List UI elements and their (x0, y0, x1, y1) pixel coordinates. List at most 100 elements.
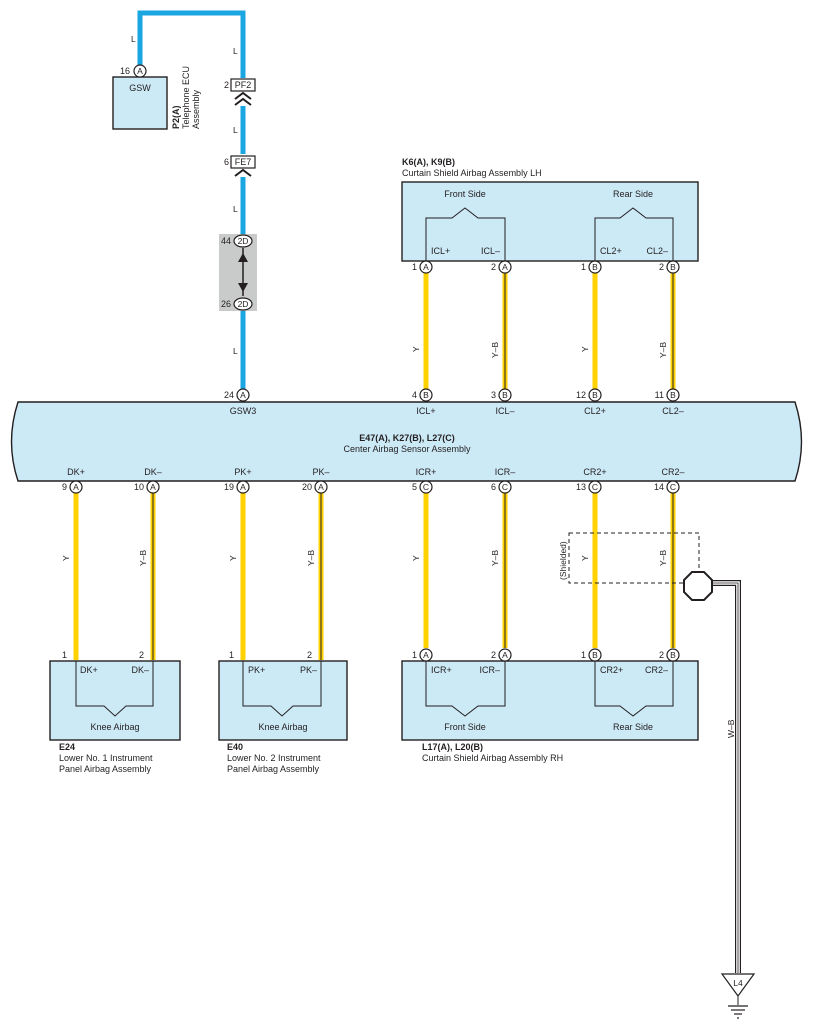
pin-number: 11 (655, 390, 664, 400)
center-sensor-name: Center Airbag Sensor Assembly (343, 444, 471, 454)
ground-point-icon (720, 973, 756, 998)
ground-label: L4 (733, 978, 743, 988)
knee-airbag-e24: 1 2 DK+ DK– Knee Airbag E24 Lower No. 1 … (49, 650, 181, 774)
knee-e24-inner-label: Knee Airbag (90, 722, 139, 732)
terminal-label: CR2+ (600, 665, 623, 675)
pin-number: 26 (221, 299, 231, 309)
telephone-ecu: GSW 16 A P2(A) Telephone ECU Assembly (112, 64, 201, 130)
pin-number: 3 (491, 390, 496, 400)
curtain-shield-lh: K6(A), K9(B) Curtain Shield Airbag Assem… (401, 157, 699, 262)
pin-connector-circle (133, 64, 147, 78)
shield-box (568, 532, 700, 584)
terminal-label: PK+ (234, 467, 251, 477)
pin-number: 1 (62, 650, 67, 660)
knee-e40-code: E40 (227, 742, 243, 752)
wire-color-y: Y (411, 346, 421, 352)
wire-color-yb: Y–B (306, 550, 316, 566)
pin-number: 14 (654, 482, 664, 492)
pins-lh: 1 A 2 A 1 B 2 B (412, 260, 680, 274)
pin-letter: B (592, 262, 598, 272)
squib-symbol (425, 661, 506, 717)
wires-bottom: Y Y–B Y Y–B Y Y–B Y Y–B (61, 493, 676, 660)
pin-number: 1 (229, 650, 234, 660)
pin-letter: B (670, 650, 676, 660)
curtain-lh-front-label: Front Side (444, 189, 486, 199)
pin-number: 19 (224, 482, 234, 492)
squib-symbol (425, 207, 506, 261)
terminal-label: ICR– (495, 467, 516, 477)
pin-number: 5 (412, 482, 417, 492)
terminal-label: CL2– (662, 406, 684, 416)
curtain-shield-rh: ICR+ ICR– CR2+ CR2– Front Side Rear Side… (401, 648, 699, 763)
wire-gsw-l: L L L L L (131, 10, 246, 389)
center-sensor-bottom-pins: DK+ 9 A DK– 10 A PK+ 19 A PK– 20 A ICR+ … (62, 467, 685, 494)
pin-letter: C (502, 482, 508, 492)
curtain-rh-front-label: Front Side (444, 722, 486, 732)
connector-pf2: 2 PF2 (224, 78, 256, 106)
pin-number: 44 (221, 236, 231, 246)
terminal-label: GSW3 (230, 406, 257, 416)
terminal-label: ICR+ (431, 665, 452, 675)
terminal-label: PK– (312, 467, 329, 477)
junction-2d: 44 2D 26 2D (219, 234, 257, 311)
pin-number: 2 (659, 262, 664, 272)
squib-symbol (242, 661, 322, 717)
pin-letter: C (670, 482, 676, 492)
wire-color-yb: Y–B (658, 342, 668, 358)
terminal-label: ICL+ (416, 406, 435, 416)
knee-e24-code: E24 (59, 742, 75, 752)
pin-number: 13 (576, 482, 586, 492)
terminal-label: PK+ (248, 665, 265, 675)
pin-letter: B (423, 390, 429, 400)
junction-label: 2D (238, 236, 249, 246)
center-airbag-sensor: E47(A), K27(B), L27(C) Center Airbag Sen… (10, 401, 803, 482)
ground-symbol-icon (728, 1005, 748, 1019)
terminal-label: CR2+ (583, 467, 606, 477)
wire-color-yb: Y–B (490, 550, 500, 566)
pin-number: 6 (224, 157, 229, 167)
pin-number: 20 (302, 482, 312, 492)
pin-letter: B (502, 390, 508, 400)
knee-e24-name-line1: Lower No. 1 Instrument (59, 753, 153, 763)
pin-letter: C (592, 482, 598, 492)
pin-number: 1 (581, 650, 586, 660)
knee-e40-inner-label: Knee Airbag (258, 722, 307, 732)
knee-e40-box (218, 660, 348, 741)
terminal-label: ICR+ (416, 467, 437, 477)
pin-letter: C (423, 482, 429, 492)
pin-letter: A (73, 482, 79, 492)
pin-letter: B (592, 390, 598, 400)
wires-lh: Y Y–B Y Y–B (411, 273, 676, 389)
wire-color-yb: Y–B (490, 342, 500, 358)
telephone-ecu-name-line2: Assembly (191, 89, 201, 129)
pin-number: 2 (139, 650, 144, 660)
wire-color-y: Y (580, 555, 590, 561)
pin-letter: B (670, 390, 676, 400)
terminal-label: DK+ (80, 665, 98, 675)
pin-number: 2 (224, 80, 229, 90)
connector-chevron-icon (234, 168, 252, 177)
pin-number: 2 (659, 650, 664, 660)
terminal-label: ICR– (479, 665, 500, 675)
shield-and-ground: (Shielded) W–B L4 (558, 532, 756, 1019)
knee-e24-box (49, 660, 181, 741)
pin-number: 16 (120, 66, 130, 76)
telephone-ecu-gsw-label: GSW (129, 83, 151, 93)
squib-symbol (594, 207, 674, 261)
pin-letter: B (592, 650, 598, 660)
squib-symbol (75, 661, 154, 717)
shield-splice-icon (683, 571, 713, 601)
curtain-lh-box (401, 181, 699, 262)
pin-letter: B (670, 262, 676, 272)
connector-label-fe7: FE7 (235, 157, 252, 167)
wire-color-l: L (233, 204, 238, 214)
terminal-label: CL2+ (584, 406, 606, 416)
terminal-label: CR2– (661, 467, 684, 477)
telephone-ecu-name-line1: Telephone ECU (181, 66, 191, 129)
terminal-label: CR2– (645, 665, 668, 675)
wire-color-wb: W–B (726, 719, 736, 738)
wire-color-y: Y (411, 555, 421, 561)
knee-airbag-e40: 1 2 PK+ PK– Knee Airbag E40 Lower No. 2 … (218, 650, 348, 774)
junction-connector-oval (233, 297, 253, 311)
